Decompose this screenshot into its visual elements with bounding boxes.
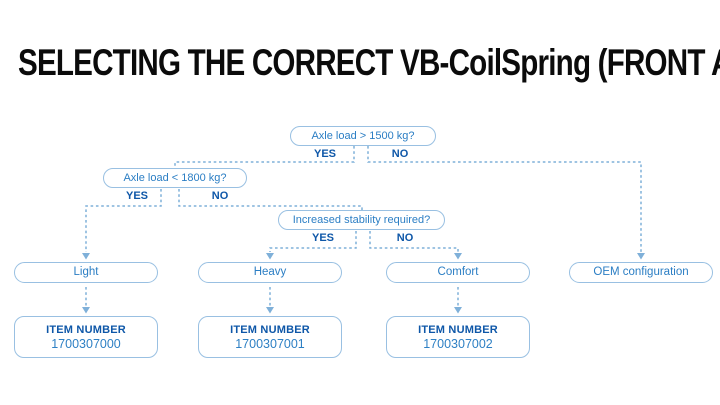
connector-d3-yes-to-heavy — [269, 231, 357, 252]
arrowhead-icon — [266, 307, 274, 314]
arrowhead-icon — [266, 253, 274, 260]
connector-d2-yes-to-light — [85, 189, 162, 252]
outcome-oem-configuration: OEM configuration — [569, 262, 713, 283]
arrowhead-icon — [82, 307, 90, 314]
decision-increased-stability: Increased stability required? — [278, 210, 445, 230]
item-number-value: 1700307000 — [51, 336, 121, 351]
item-number-value: 1700307001 — [235, 336, 305, 351]
no-label: NO — [391, 148, 409, 160]
arrowhead-icon — [454, 307, 462, 314]
connector-d1-yes-to-d2 — [174, 146, 355, 168]
outcome-comfort: Comfort — [386, 262, 530, 283]
item-number-heading: ITEM NUMBER — [46, 323, 126, 336]
decision-axle-load-1500: Axle load > 1500 kg? — [290, 126, 436, 146]
yes-label: YES — [125, 190, 148, 202]
connector-d1-no-to-oem — [367, 146, 642, 252]
connector-d3-no-to-comfort — [369, 231, 459, 252]
no-label: NO — [396, 232, 414, 244]
outcome-light: Light — [14, 262, 158, 283]
yes-label: YES — [313, 148, 336, 160]
arrowhead-icon — [454, 253, 462, 260]
outcome-heavy: Heavy — [198, 262, 342, 283]
decision-axle-load-1800: Axle load < 1800 kg? — [103, 168, 247, 188]
connector-d2-no-to-d3 — [178, 189, 363, 210]
item-number-heading: ITEM NUMBER — [230, 323, 310, 336]
arrowhead-icon — [82, 253, 90, 260]
arrowhead-icon — [637, 253, 645, 260]
yes-label: YES — [311, 232, 334, 244]
no-label: NO — [211, 190, 229, 202]
page-title: SELECTING THE CORRECT VB-CoilSpring (FRO… — [18, 42, 720, 83]
item-number-value: 1700307002 — [423, 336, 493, 351]
item-box-comfort: ITEM NUMBER 1700307002 — [386, 316, 530, 358]
item-box-light: ITEM NUMBER 1700307000 — [14, 316, 158, 358]
item-box-heavy: ITEM NUMBER 1700307001 — [198, 316, 342, 358]
item-number-heading: ITEM NUMBER — [418, 323, 498, 336]
